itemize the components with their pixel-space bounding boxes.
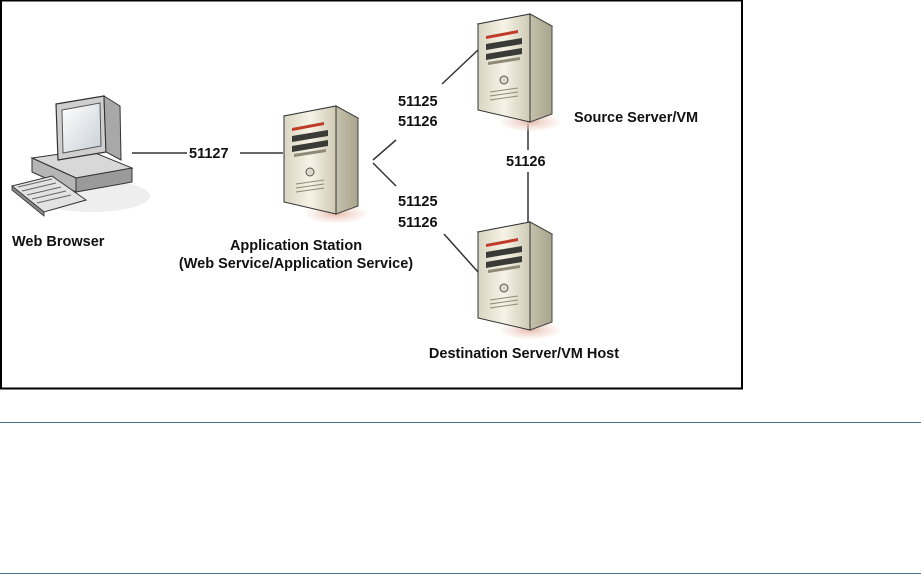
- web-browser-label: Web Browser: [12, 234, 105, 250]
- port-label-app-source-1: 51125: [398, 94, 438, 110]
- divider-bottom: [0, 573, 921, 574]
- link-app-source: [372, 139, 397, 161]
- divider-top: [0, 422, 921, 423]
- application-station-sublabel: (Web Service/Application Service): [179, 256, 413, 272]
- link-app-dest: [372, 162, 397, 187]
- web-browser-computer-icon: [10, 95, 150, 217]
- link-app-dest-lower: [443, 233, 479, 273]
- port-label-app-dest-1: 51125: [398, 194, 438, 210]
- source-server-label: Source Server/VM: [574, 110, 698, 126]
- link-app-source-upper: [441, 49, 479, 85]
- destination-server-label: Destination Server/VM Host: [429, 346, 619, 362]
- port-label-browser-app: 51127: [189, 146, 229, 162]
- application-station-label: Application Station: [230, 238, 362, 254]
- port-label-source-dest: 51126: [506, 154, 546, 170]
- port-label-app-source-2: 51126: [398, 114, 438, 130]
- port-label-app-dest-2: 51126: [398, 215, 438, 231]
